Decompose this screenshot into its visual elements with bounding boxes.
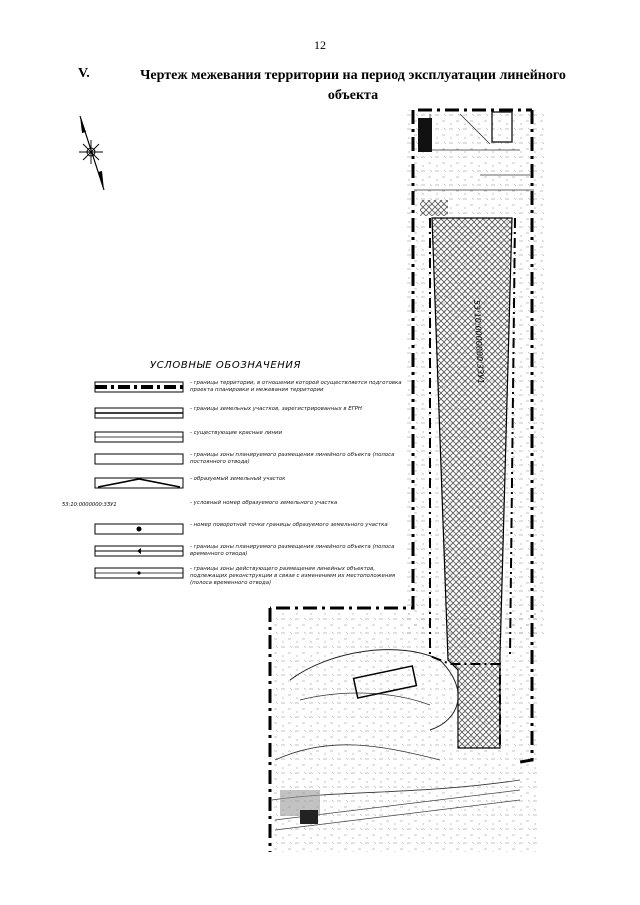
north-arrow-icon (79, 115, 105, 191)
parcel-code-example: 53:10:0000000:3ЗУ1 (62, 502, 117, 508)
page-title: Чертеж межевания территории на период эк… (140, 68, 566, 103)
legend-item: - образуемый земельный участок (60, 476, 400, 496)
legend-item: 53:10:0000000:3ЗУ1 - условный номер обра… (62, 500, 338, 508)
legend-item: - существующие красные линии (60, 430, 400, 450)
legend-item: - границы территории, в отношении которо… (60, 380, 402, 400)
legend-item: - номер поворотной точки границы образуе… (60, 522, 400, 542)
map-upper (404, 110, 544, 218)
reconstruction-zone-symbol (94, 566, 184, 580)
permanent-strip-symbol (94, 452, 184, 466)
page-number: 12 (314, 38, 326, 52)
legend-title: УСЛОВНЫЕ ОБОЗНАЧЕНИЯ (150, 360, 302, 371)
territory-boundary (268, 108, 534, 852)
territory-boundary-symbol (94, 380, 184, 394)
red-lines-symbol (94, 430, 184, 444)
map-lower (270, 612, 540, 852)
formed-parcel-symbol (94, 476, 184, 490)
registered-parcel-symbol (94, 406, 184, 420)
legend-item: - границы зоны планируемого размещения л… (60, 452, 400, 472)
turning-point-symbol (94, 522, 184, 536)
section-number: V. (78, 66, 90, 81)
temporary-strip-symbol (94, 544, 184, 558)
parcel-label: 53:10:0000000:3ЗУ1 (472, 300, 485, 385)
legend-item: - границы земельных участков, зарегистри… (60, 406, 400, 426)
legend-item: - границы зоны действующего размещения л… (60, 566, 400, 586)
legend-item: - границы зоны планируемого размещения л… (60, 544, 400, 564)
